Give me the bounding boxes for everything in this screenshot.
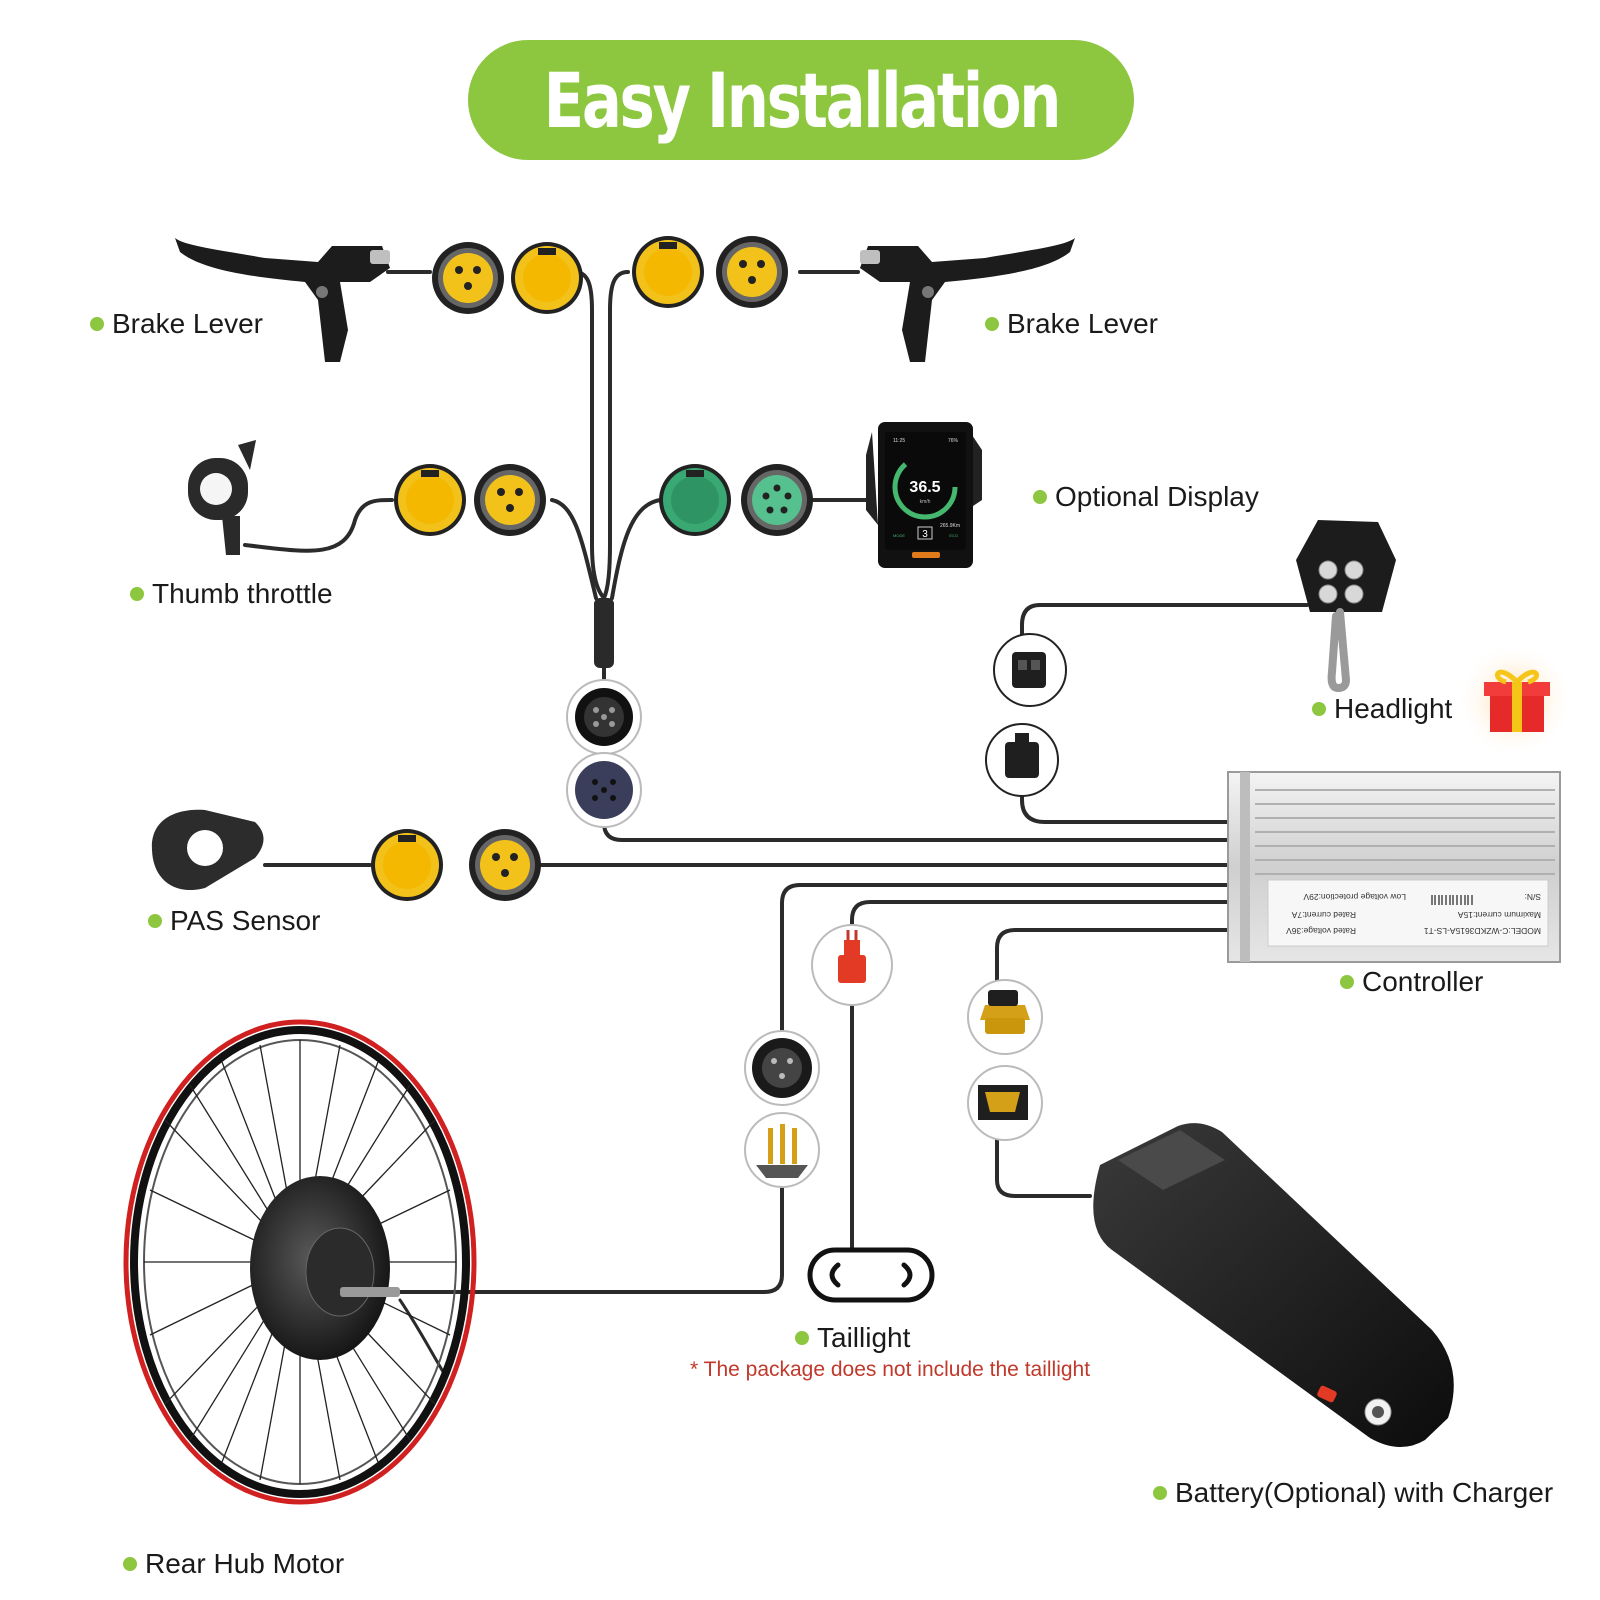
bullet-dot xyxy=(130,587,144,601)
bullet-dot xyxy=(90,317,104,331)
label-taillight: Taillight xyxy=(795,1322,910,1354)
title-pill: Easy Installation xyxy=(468,40,1134,160)
label-thumb-throttle: Thumb throttle xyxy=(130,578,333,610)
wheel-icon xyxy=(123,1019,477,1505)
brake-left-connector-pair xyxy=(432,242,583,314)
display-eco: ECO xyxy=(949,533,958,538)
cables xyxy=(243,270,1309,1377)
bullet-dot xyxy=(1312,702,1326,716)
display-connector-pair xyxy=(659,464,813,536)
main-harness-connector-pair xyxy=(566,679,642,828)
page-title: Easy Installation xyxy=(543,55,1061,145)
display-trip: 265.9Km xyxy=(940,523,960,529)
headlight-icon xyxy=(1296,520,1396,693)
bullet-dot xyxy=(148,914,162,928)
display-level: 3 xyxy=(922,529,928,540)
display-clock: 11:25 xyxy=(893,438,905,444)
bullet-dot xyxy=(1033,490,1047,504)
label-rear-hub-motor: Rear Hub Motor xyxy=(123,1548,344,1580)
controller-model: MODEL:C-WZKD3615A-LS-T1 xyxy=(1424,926,1541,936)
label-battery: Battery(Optional) with Charger xyxy=(1153,1477,1553,1509)
brake-lever-icon xyxy=(175,238,390,362)
display-unit: km/h xyxy=(920,499,931,505)
controller-sn: S/N: xyxy=(1524,892,1541,902)
display-icon: 36.5 km/h 11:25 76% 265.9Km 3 MODE ECO xyxy=(866,422,982,568)
harness-splice xyxy=(594,598,614,668)
bullet-dot xyxy=(123,1557,137,1571)
controller-low-voltage: Low voltage protection:29V xyxy=(1303,892,1406,902)
brake-lever-icon xyxy=(860,238,1075,362)
connector-icon xyxy=(371,236,1067,1188)
label-pas-sensor: PAS Sensor xyxy=(148,905,320,937)
label-brake-lever-left: Brake Lever xyxy=(90,308,263,340)
motor-connector-pair xyxy=(744,1030,820,1188)
controller-icon: MODEL:C-WZKD3615A-LS-T1 Rated voltage:36… xyxy=(1227,771,1561,963)
label-text: Optional Display xyxy=(1055,481,1259,512)
display-mode: MODE xyxy=(893,533,905,538)
bullet-dot xyxy=(985,317,999,331)
label-controller: Controller xyxy=(1340,966,1483,998)
label-text: Taillight xyxy=(817,1322,911,1353)
taillight-connector xyxy=(811,924,893,1006)
label-text: PAS Sensor xyxy=(170,905,321,936)
label-headlight: Headlight xyxy=(1312,693,1452,725)
battery-icon xyxy=(1093,1123,1454,1448)
throttle-connector-pair xyxy=(394,464,546,536)
pas-connector-pair xyxy=(371,829,541,901)
controller-rated-current: Rated current:7A xyxy=(1291,910,1356,920)
display-battery: 76% xyxy=(948,438,959,444)
bullet-dot xyxy=(1153,1486,1167,1500)
thumb-throttle-icon xyxy=(188,440,256,555)
bullet-dot xyxy=(1340,975,1354,989)
taillight-icon xyxy=(807,1247,935,1303)
headlight-connector-pair xyxy=(985,633,1067,797)
brake-right-connector-pair xyxy=(632,236,788,308)
battery-connector-pair xyxy=(967,979,1043,1141)
label-text: Thumb throttle xyxy=(152,578,333,609)
label-text: Brake Lever xyxy=(112,308,263,339)
controller-max-current: Maximum current:15A xyxy=(1458,910,1541,920)
bullet-dot xyxy=(795,1331,809,1345)
label-text: Headlight xyxy=(1334,693,1453,724)
label-text: Controller xyxy=(1362,966,1484,997)
gift-icon xyxy=(1457,642,1573,758)
label-text: Battery(Optional) with Charger xyxy=(1175,1477,1554,1508)
label-optional-display: Optional Display xyxy=(1033,481,1259,513)
label-text: Rear Hub Motor xyxy=(145,1548,345,1579)
display-speed: 36.5 xyxy=(909,479,940,496)
label-brake-lever-right: Brake Lever xyxy=(985,308,1158,340)
label-text: Brake Lever xyxy=(1007,308,1158,339)
taillight-note: * The package does not include the taill… xyxy=(690,1358,1091,1381)
pas-sensor-icon xyxy=(151,809,264,891)
controller-rated-voltage: Rated voltage:36V xyxy=(1286,926,1356,936)
